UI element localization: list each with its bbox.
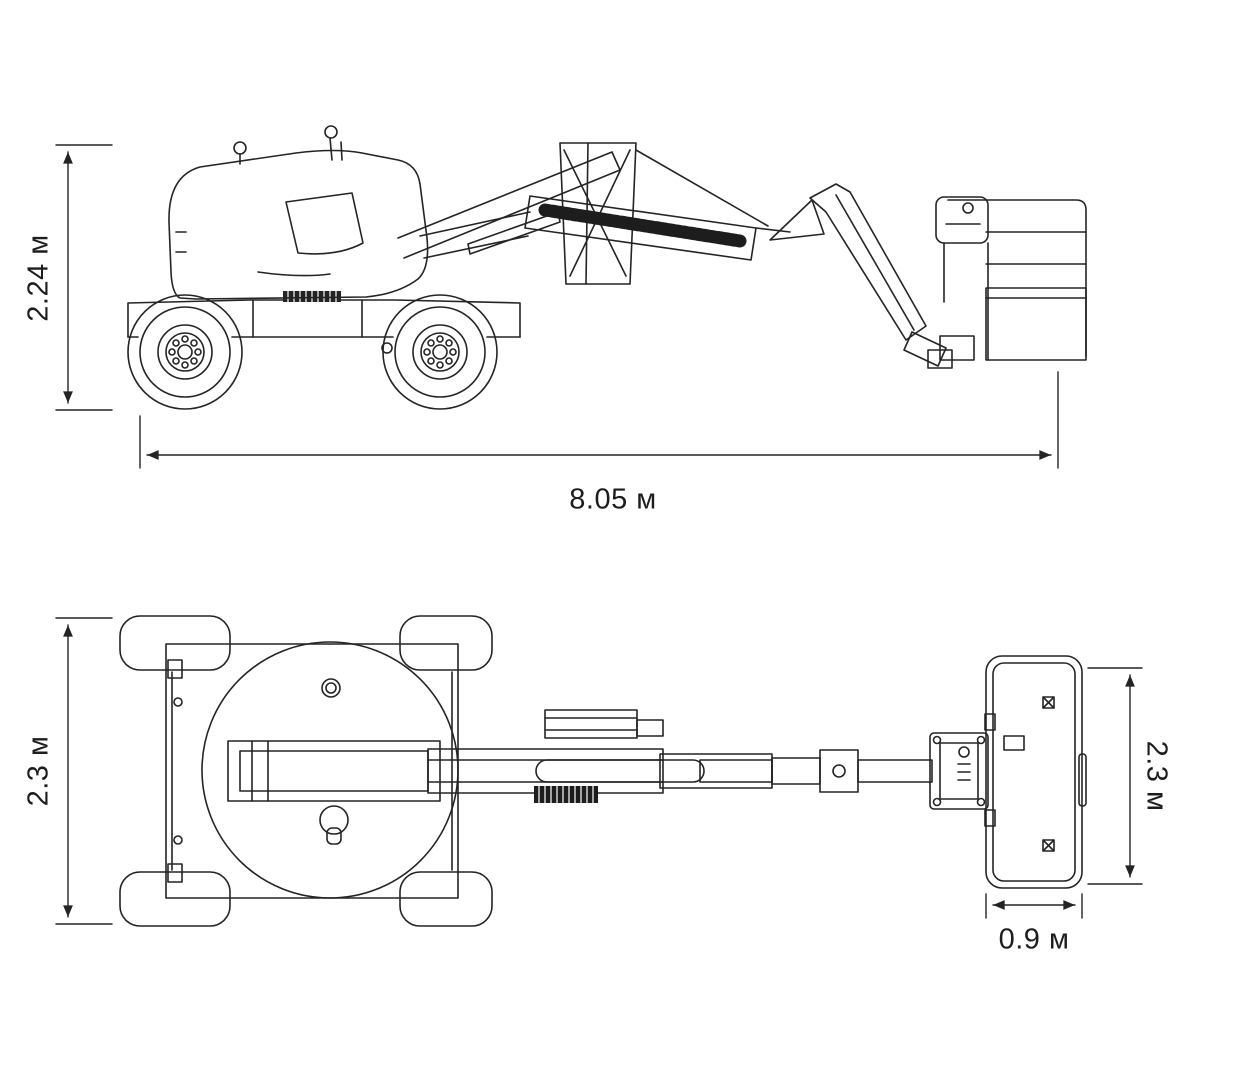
- platform-depth-extension-lines: [985, 893, 1083, 919]
- boom-assembly: [397, 142, 953, 369]
- platform-width-extension-lines: [1087, 667, 1143, 885]
- side-view: [127, 125, 1087, 410]
- plan-view: [119, 615, 1087, 927]
- plan-chassis: [165, 643, 459, 899]
- plan-turntable: [201, 641, 459, 899]
- front-wheel: [382, 294, 498, 410]
- length-extension-lines: [139, 371, 1059, 469]
- platform-basket-side: [935, 196, 1087, 361]
- overall-height-label: 2.24 м: [22, 234, 55, 322]
- width-extension-ticks: [55, 617, 113, 925]
- engine-housing: [168, 125, 429, 300]
- plan-platform: [984, 655, 1087, 889]
- rear-wheel: [127, 294, 243, 410]
- height-extension-ticks: [55, 144, 113, 411]
- plan-boom: [227, 709, 989, 810]
- overall-width-label: 2.3 м: [22, 735, 55, 807]
- platform-width-label: 2.3 м: [1140, 740, 1173, 812]
- dimension-graphics: [55, 144, 1143, 925]
- platform-depth-label: 0.9 м: [998, 923, 1070, 956]
- overall-length-label: 8.05 м: [569, 483, 657, 516]
- side-chassis: [127, 290, 521, 354]
- plan-wheels: [119, 615, 493, 927]
